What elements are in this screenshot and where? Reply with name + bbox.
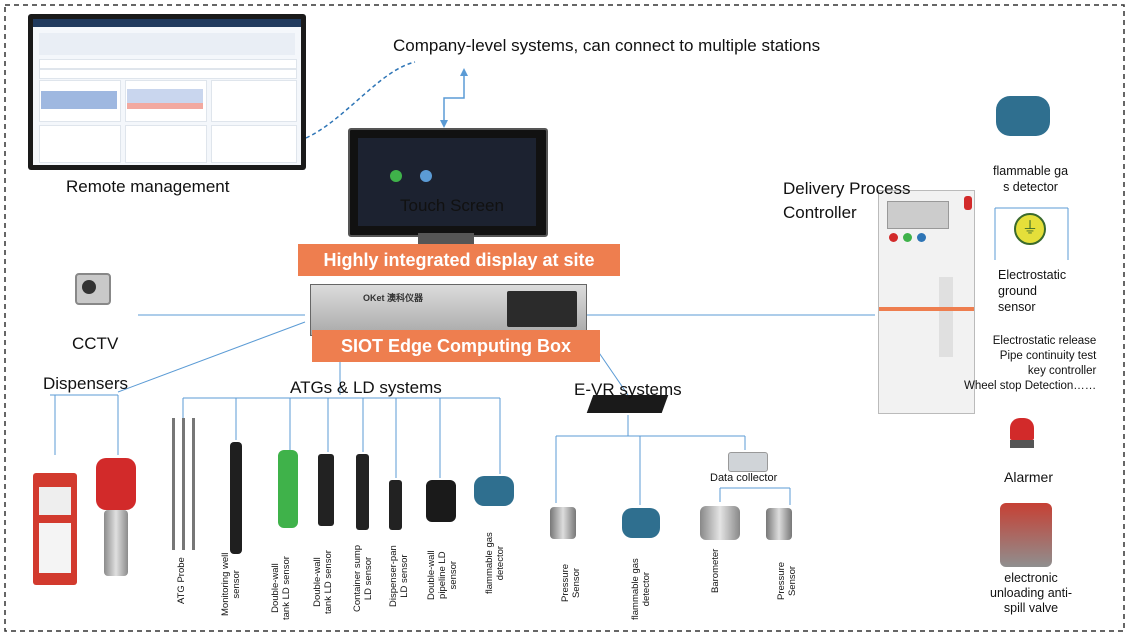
double-wall-tank-ld-sensor-black: [318, 454, 334, 526]
atg-item-label: Double-wall pipeline LD sensor: [426, 550, 459, 600]
electrostatic-ground-icon: ⏚: [1014, 213, 1046, 245]
fuel-dispenser: [33, 473, 77, 585]
evr-label: E-VR systems: [574, 380, 682, 399]
monitor-stand: [418, 233, 474, 245]
flammable-right-label: flammable ga s detector: [993, 164, 1069, 194]
data-collector-label: Data collector: [710, 472, 778, 484]
atg-item-label: Double-wall tank LD sensor: [312, 550, 334, 614]
dispensers-label: Dispensers: [43, 374, 129, 393]
delivery-label: Delivery Process Controller: [783, 179, 911, 222]
container-sump-ld-sensor: [356, 454, 369, 530]
evr-item-label: Pressure Sensor: [776, 561, 798, 600]
atgs-label: ATGs & LD systems: [290, 378, 442, 397]
alarmer-light: [1010, 418, 1034, 448]
cctv-camera: [70, 268, 120, 313]
remote-label: Remote management: [66, 177, 230, 196]
flammable-gas-detector-evr: [622, 508, 660, 538]
alarmer-label: Alarmer: [1004, 469, 1054, 485]
remote-link-curve: [305, 61, 416, 139]
flammable-gas-detector-right: [996, 96, 1050, 136]
company-arrow: [443, 74, 465, 122]
company-label: Company-level systems, can connect to mu…: [393, 36, 821, 55]
atg-item-label: Container sump LD sensor: [352, 544, 374, 612]
cctv-label: CCTV: [72, 334, 119, 353]
evr-item-label: Pressure Sensor: [560, 563, 582, 602]
box-brand: OKet 澳科仪器: [363, 293, 424, 303]
pressure-sensor-1: [550, 507, 576, 539]
atg-item-label: Monitoring well sensor: [220, 552, 242, 616]
dispenser-link: [117, 321, 306, 393]
barometer: [700, 506, 740, 540]
remote-dashboard-thumbnail: [28, 14, 306, 170]
edge-computing-box: OKet 澳科仪器: [310, 284, 587, 336]
box-banner: SIOT Edge Computing Box: [312, 330, 600, 362]
submersible-pump: [90, 458, 146, 580]
dispenser-pan-ld-sensor: [389, 480, 402, 530]
electrostatic-label: Electrostatic ground sensor: [998, 268, 1067, 314]
atg-probe: [170, 418, 198, 553]
red-beacon: [964, 196, 972, 210]
outer-border: [4, 4, 1125, 632]
evr-item-label: Barometer: [710, 548, 721, 593]
atg-item-label: flammable gas detector: [484, 532, 506, 594]
monitoring-well-sensor: [230, 442, 242, 554]
double-wall-pipeline-ld-sensor: [426, 480, 456, 522]
anti-spill-valve: [1000, 503, 1052, 567]
display-banner: Highly integrated display at site: [298, 244, 620, 276]
pressure-sensor-2: [766, 508, 792, 540]
atg-item-label: Dispenser-pan LD sensor: [388, 545, 410, 607]
touch-screen-monitor: [348, 128, 548, 237]
valve-label: electronic unloading anti- spill valve: [990, 571, 1073, 615]
atg-item-label: Double-wall tank LD sensor: [270, 556, 292, 620]
data-collector-device: [728, 452, 768, 472]
features-label: Electrostatic release Pipe continuity te…: [964, 335, 1097, 392]
double-wall-tank-ld-sensor-green: [278, 450, 298, 528]
touch-label: Touch Screen: [400, 196, 504, 215]
atg-item-label: ATG Probe: [176, 557, 187, 604]
evr-item-label: flammable gas detector: [630, 558, 652, 620]
flammable-gas-detector-atg: [474, 476, 514, 506]
delivery-process-controller: [878, 190, 975, 414]
